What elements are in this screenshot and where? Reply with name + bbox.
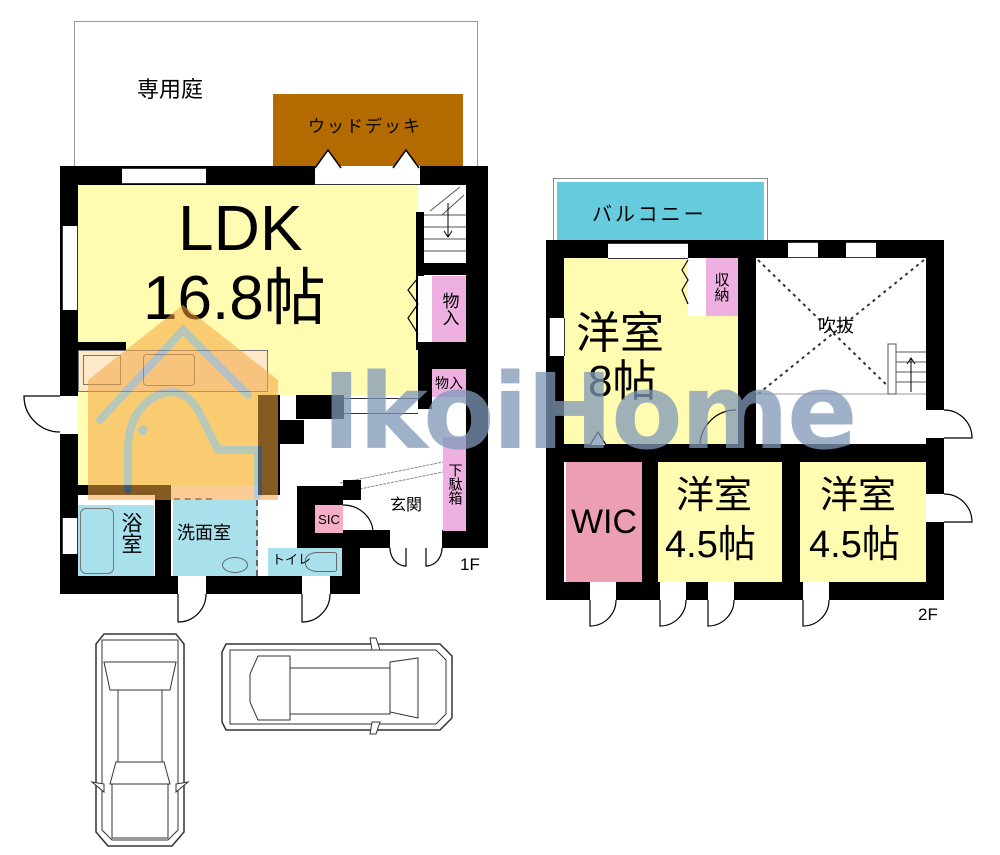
toilet-label: トイレ [272,553,312,568]
balcony [557,182,764,242]
stairs-lines-1f [420,186,466,252]
room-4-5-b-door[interactable] [803,582,829,600]
washbasin-icon [222,557,248,573]
door-2f-right-lower[interactable] [926,494,944,522]
door-swing-front [389,547,443,567]
door-swing-right-upper [943,409,973,439]
western-room-4-5-a [658,462,782,582]
watermark-text: IkoiHome [322,351,858,473]
garden-opening [315,166,420,185]
door-swing-deck [314,148,420,169]
floor-1f-label: 1F [460,555,480,574]
washroom-divider [256,500,262,576]
wic-label: WIC [570,502,638,541]
door-swings-2f-bottom [589,599,830,627]
room-8-name: 洋室 [576,308,664,359]
wood-deck [273,94,463,168]
void-label: 吹抜 [818,316,854,337]
room-4-5-a-name: 洋室 [676,473,753,517]
void-area [756,258,926,444]
wall-1f-bottom-left [60,576,360,594]
sic-room: SIC [315,505,343,533]
window-void-2 [846,242,876,258]
walk-in-closet: WIC [566,462,642,582]
wall-sic-top [343,480,361,500]
western-room-4-5-b [800,462,926,582]
entrance-label: 玄関 [390,495,423,514]
toilet-door[interactable] [302,576,330,594]
wall-1f-toilet-right [342,530,360,594]
window-ldk-left [62,226,78,310]
room-4-5-a-door-2[interactable] [708,582,734,600]
door-swing-washroom [177,593,207,623]
window-ldk-top [122,168,206,184]
storage-2f: 収納 [706,258,738,316]
storage-1: 物入 [432,276,466,342]
door-swing-sic [342,504,374,534]
wall-hall-1 [280,420,304,444]
storage-2f-label: 収納 [712,272,731,302]
room-4-5-a-door-1[interactable] [660,582,686,600]
garden-label: 専用庭 [137,78,204,103]
door-swing-right-lower [943,493,973,523]
door-swing-toilet [301,593,331,623]
void-cross [756,259,926,395]
window-room8-left [549,318,565,356]
wall-wic-right [642,444,658,600]
front-door[interactable] [390,530,442,548]
wic-door[interactable] [590,582,616,600]
wall-hall-2 [296,395,344,419]
window-room8-top [608,243,688,259]
ldk-room [78,185,418,345]
room-4-5-b-name: 洋室 [820,473,897,517]
wood-deck-label: ウッドデッキ [308,117,422,137]
storage-2: 物入 [432,369,466,397]
storage-1-door-area [418,276,432,344]
room-4-5-b-size: 4.5帖 [809,524,900,566]
floor-2f-label: 2F [918,605,938,624]
shoe-box-label: 下駄箱 [446,463,463,505]
room-8-size: 8帖 [588,357,657,406]
wall-storage-divider [418,342,468,369]
washroom-label: 洗面室 [177,523,231,544]
folding-door-storage-2f [681,259,689,305]
car-horizontal-icon [221,637,453,735]
door-swing-side [23,395,61,433]
side-door-ldk[interactable] [60,396,78,434]
wall-kitchen-top [78,342,126,350]
ldk-name: LDK [178,192,303,264]
wall-bath-right [155,485,171,585]
shoe-box: 下駄箱 [443,437,466,531]
balcony-label: バルコニー [592,202,707,226]
storage-1-label: 物入 [438,292,459,326]
storage-2f-door-area [688,258,706,316]
wall-room-4-5-divider [782,444,800,600]
window-void-1 [788,242,818,258]
bathtub-icon [80,508,114,574]
western-room-8-lower [564,330,738,444]
stairs-1f [420,185,466,263]
bathroom [78,505,154,576]
washroom-door[interactable] [178,576,206,594]
folding-door-storage-1 [407,277,419,335]
sliding-door-hall[interactable] [344,398,418,414]
sic-label: SIC [318,511,340,527]
door-2f-right-upper[interactable] [926,410,944,438]
door-swing-room8 [589,430,607,446]
watermark-logo-icon [88,305,278,500]
storage-2-label: 物入 [435,376,463,392]
car-vertical-icon [90,633,190,847]
wall-stairs-bottom [416,263,468,275]
wall-room8-right [738,240,756,460]
wall-storage-2-left [418,369,432,409]
stairs-2f [887,343,926,395]
wall-1f-right [466,166,488,548]
window-bath-left [62,518,78,554]
toilet-bowl-icon [305,552,337,572]
bath-label: 浴室 [119,512,143,554]
room-4-5-a-size: 4.5帖 [665,524,756,566]
